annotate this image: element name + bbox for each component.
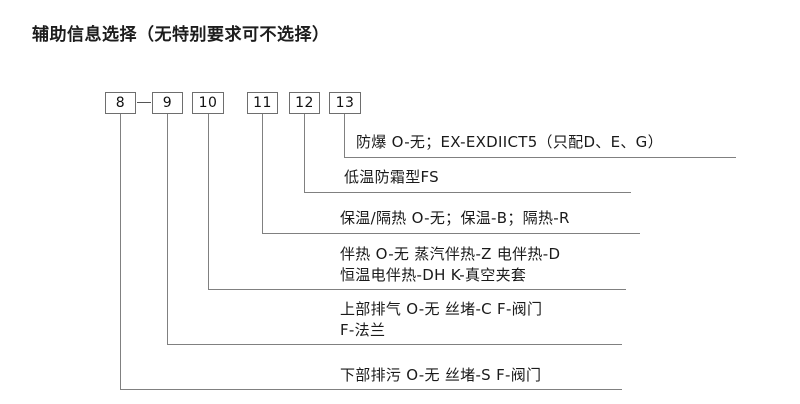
leader-vertical-12 xyxy=(304,114,305,192)
description-line-2: 恒温电伴热-DH K-真空夹套 xyxy=(340,266,527,284)
leader-vertical-9 xyxy=(167,114,168,344)
description-line-1: 下部排污 O-无 丝堵-S F-阀门 xyxy=(340,366,542,384)
description-line-1: 低温防霜型FS xyxy=(344,168,439,186)
leader-horizontal-10 xyxy=(208,289,626,290)
description-explosion-proof: 防爆 O-无；EX-EXDIICT5（只配D、E、G） xyxy=(356,132,663,153)
separator-dash xyxy=(137,102,151,103)
description-insulation: 保温/隔热 O-无；保温-B；隔热-R xyxy=(340,208,570,229)
leader-vertical-13 xyxy=(344,114,345,157)
description-line-1: 防爆 O-无；EX-EXDIICT5（只配D、E、G） xyxy=(356,133,663,151)
description-low-temp-anti-frost: 低温防霜型FS xyxy=(344,167,439,188)
description-line-1: 上部排气 O-无 丝堵-C F-阀门 xyxy=(340,300,543,318)
code-box-8: 8 xyxy=(105,92,136,114)
leader-horizontal-9 xyxy=(167,344,622,345)
code-box-12: 12 xyxy=(289,92,320,114)
code-box-13: 13 xyxy=(329,92,361,114)
code-box-11: 11 xyxy=(247,92,278,114)
description-line-1: 保温/隔热 O-无；保温-B；隔热-R xyxy=(340,209,570,227)
page-title: 辅助信息选择（无特别要求可不选择） xyxy=(32,25,330,45)
code-box-10: 10 xyxy=(192,92,224,114)
leader-horizontal-12 xyxy=(304,192,631,193)
leader-vertical-11 xyxy=(262,114,263,233)
description-line-2: F-法兰 xyxy=(340,321,386,339)
leader-vertical-8 xyxy=(120,114,121,389)
leader-vertical-10 xyxy=(208,114,209,289)
description-heat-tracing: 伴热 O-无 蒸汽伴热-Z 电伴热-D 恒温电伴热-DH K-真空夹套 xyxy=(340,244,560,286)
description-line-1: 伴热 O-无 蒸汽伴热-Z 电伴热-D xyxy=(340,245,561,263)
leader-horizontal-8 xyxy=(120,389,622,390)
description-upper-vent: 上部排气 O-无 丝堵-C F-阀门 F-法兰 xyxy=(340,299,542,341)
leader-horizontal-13 xyxy=(344,157,736,158)
code-box-9: 9 xyxy=(152,92,183,114)
leader-horizontal-11 xyxy=(262,233,640,234)
description-lower-drain: 下部排污 O-无 丝堵-S F-阀门 xyxy=(340,365,541,386)
